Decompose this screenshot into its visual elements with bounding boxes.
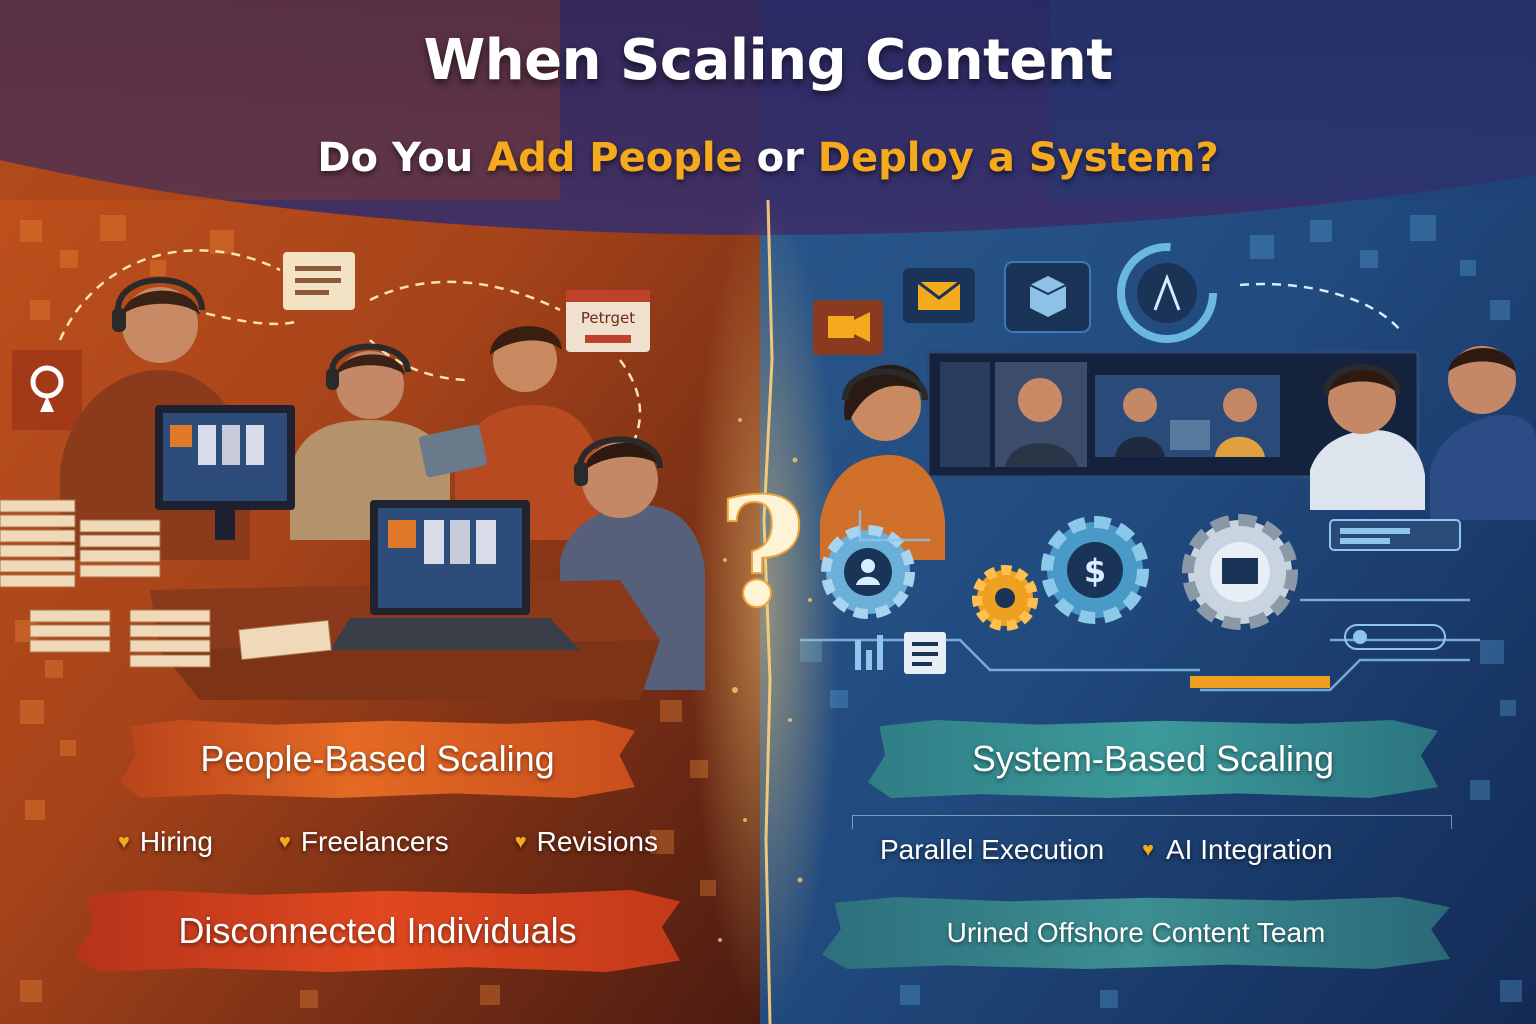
laptop — [330, 500, 580, 650]
calendar-label: Petrget — [581, 309, 635, 327]
question-mark: ? — [718, 465, 806, 641]
disconnected-individuals-banner: Disconnected Individuals — [75, 890, 680, 972]
divider-line — [762, 199, 774, 1024]
user-gear-icon — [821, 525, 915, 619]
sync-arrow — [1239, 282, 1401, 331]
subtitle-prefix: Do You — [317, 135, 488, 181]
video-conference-screen — [926, 350, 1420, 479]
headline-subtitle: Do You Add People or Deploy a System? — [0, 135, 1536, 181]
people-based-bullets: ♥ Hiring ♥ Freelancers ♥ Revisions — [118, 826, 658, 858]
status-widgets — [855, 519, 1461, 688]
bullet-label: Revisions — [536, 826, 658, 857]
calendar-icon: Petrget — [566, 290, 650, 352]
system-based-bullets: Parallel Execution ♥ AI Integration — [880, 834, 1380, 866]
dollar-gear-icon: $ — [1041, 516, 1149, 624]
bullet-ai-integration: AI Integration — [1166, 834, 1333, 865]
bullet-hiring: ♥ Hiring — [118, 826, 213, 858]
video-icon — [813, 300, 883, 355]
desktop-monitor — [155, 405, 295, 540]
document-icon — [283, 252, 355, 310]
gear-icon — [972, 565, 1038, 631]
svg-text:$: $ — [1084, 552, 1106, 590]
bullet-divider-rule — [852, 815, 1452, 829]
box-icon — [1004, 261, 1091, 333]
heart-bullet-icon: ♥ — [279, 830, 291, 853]
subtitle-highlight-add-people: Add People — [487, 135, 743, 181]
location-pin-icon — [12, 350, 82, 430]
right-pixel-pattern — [800, 215, 1522, 1008]
bullet-label: Hiring — [139, 826, 214, 857]
heart-bullet-icon: ♥ — [514, 830, 527, 853]
chat-gear-icon — [1182, 514, 1298, 630]
bullet-label: Freelancers — [300, 826, 449, 857]
bullet-freelancers: ♥ Freelancers — [279, 826, 449, 858]
bullet-revisions: ♥ Revisions — [515, 826, 658, 858]
sync-icon — [1117, 243, 1217, 343]
heart-bullet-icon: ♥ — [118, 830, 130, 853]
person-team-member-2 — [1310, 364, 1425, 510]
heart-bullet-icon: ♥ — [1142, 838, 1154, 861]
mail-icon — [903, 268, 975, 323]
headline-title: When Scaling Content — [423, 28, 1113, 93]
offshore-content-team-banner: Urined Offshore Content Team — [822, 897, 1450, 969]
system-based-scaling-banner: System-Based Scaling — [868, 720, 1438, 798]
subtitle-middle: or — [742, 135, 818, 181]
paper-stacks — [0, 499, 332, 668]
bullet-parallel-execution: Parallel Execution — [880, 834, 1105, 865]
subtitle-highlight-deploy-system: Deploy a System? — [817, 135, 1219, 181]
people-based-scaling-banner: People-Based Scaling — [120, 720, 635, 798]
person-team-member-3 — [1430, 346, 1536, 520]
top-header-band — [0, 0, 1536, 235]
